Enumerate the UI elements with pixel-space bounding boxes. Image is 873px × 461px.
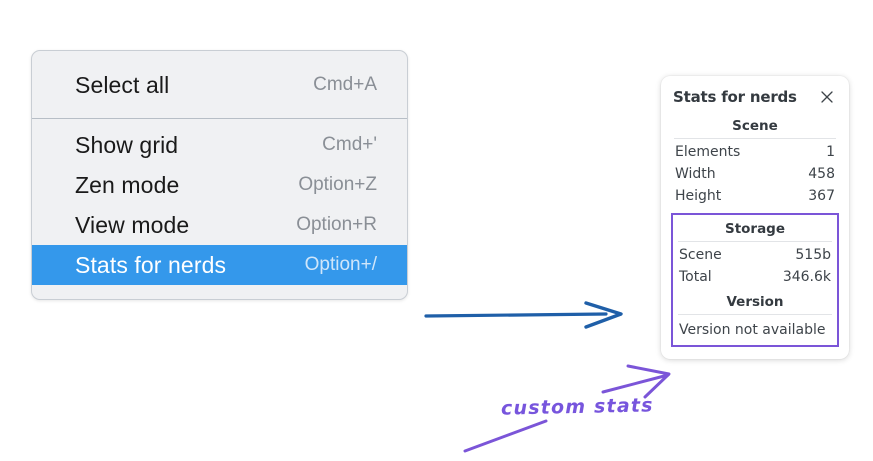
menu-item-shortcut: Option+R [296, 214, 377, 235]
flow-arrow-icon [424, 301, 623, 329]
stats-panel-header: Stats for nerds [673, 86, 837, 112]
menu-item-view-mode[interactable]: View mode Option+R [32, 205, 407, 245]
menu-item-stats-for-nerds[interactable]: Stats for nerds Option+/ [32, 245, 407, 285]
stat-row: Width 458 [673, 163, 837, 185]
menu-item-label: Show grid [75, 131, 179, 158]
stat-key: Scene [679, 247, 722, 263]
menu-item-label: Stats for nerds [75, 251, 227, 278]
stat-key: Total [679, 269, 712, 285]
context-menu[interactable]: Select all Cmd+A Show grid Cmd+' Zen mod… [31, 50, 408, 300]
stat-value: 346.6k [782, 269, 831, 285]
custom-stats-highlight-box: Storage Scene 515b Total 346.6k Version … [671, 213, 839, 347]
stat-key: Elements [675, 144, 741, 160]
version-note: Version not available [679, 322, 826, 338]
stat-value: 367 [808, 188, 835, 204]
section-title-version: Version [726, 294, 784, 310]
menu-item-shortcut: Cmd+' [322, 134, 377, 155]
stats-for-nerds-panel: Stats for nerds Scene Elements 1 Width 4… [661, 76, 849, 359]
menu-separator [32, 118, 407, 119]
stat-value: 1 [826, 144, 835, 160]
menu-item-label: View mode [75, 211, 190, 238]
menu-group-2: Show grid Cmd+' Zen mode Option+Z View m… [32, 119, 407, 299]
menu-item-shortcut: Cmd+A [313, 74, 377, 95]
section-divider [678, 241, 832, 242]
menu-item-select-all[interactable]: Select all Cmd+A [32, 65, 407, 105]
menu-group-1: Select all Cmd+A [32, 51, 407, 118]
stat-value: 515b [795, 247, 831, 263]
stats-panel-title: Stats for nerds [673, 88, 797, 106]
menu-item-zen-mode[interactable]: Zen mode Option+Z [32, 165, 407, 205]
section-divider [674, 138, 836, 139]
annotation-underline-stroke [463, 419, 548, 453]
section-title-storage: Storage [724, 221, 786, 237]
custom-stats-pointer-arrow-icon [601, 364, 671, 399]
annotation-label-custom-stats: custom stats [500, 394, 654, 420]
stat-row: Scene 515b [677, 244, 833, 266]
menu-item-label: Zen mode [75, 171, 180, 198]
section-scene: Scene Elements 1 Width 458 Height 367 [673, 112, 837, 207]
menu-item-shortcut: Option+/ [304, 254, 377, 275]
stat-value: 458 [808, 166, 835, 182]
stat-row: Elements 1 [673, 141, 837, 163]
section-title-scene: Scene [732, 118, 778, 134]
menu-item-label: Select all [75, 71, 170, 98]
section-version: Version Version not available [677, 288, 833, 341]
section-divider [678, 314, 832, 315]
stat-key: Height [675, 188, 722, 204]
stat-key: Width [675, 166, 716, 182]
stat-row: Total 346.6k [677, 266, 833, 288]
menu-item-show-grid[interactable]: Show grid Cmd+' [32, 125, 407, 165]
close-icon[interactable] [819, 89, 835, 105]
menu-item-shortcut: Option+Z [298, 174, 377, 195]
section-storage: Storage Scene 515b Total 346.6k [677, 215, 833, 288]
stat-row: Height 367 [673, 185, 837, 207]
